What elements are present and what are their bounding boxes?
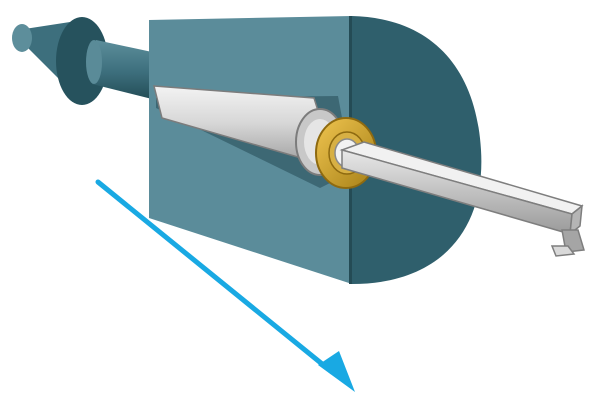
housing-block [149,16,482,284]
arrow-down-right-icon [95,179,355,392]
linear-rail [339,141,585,257]
